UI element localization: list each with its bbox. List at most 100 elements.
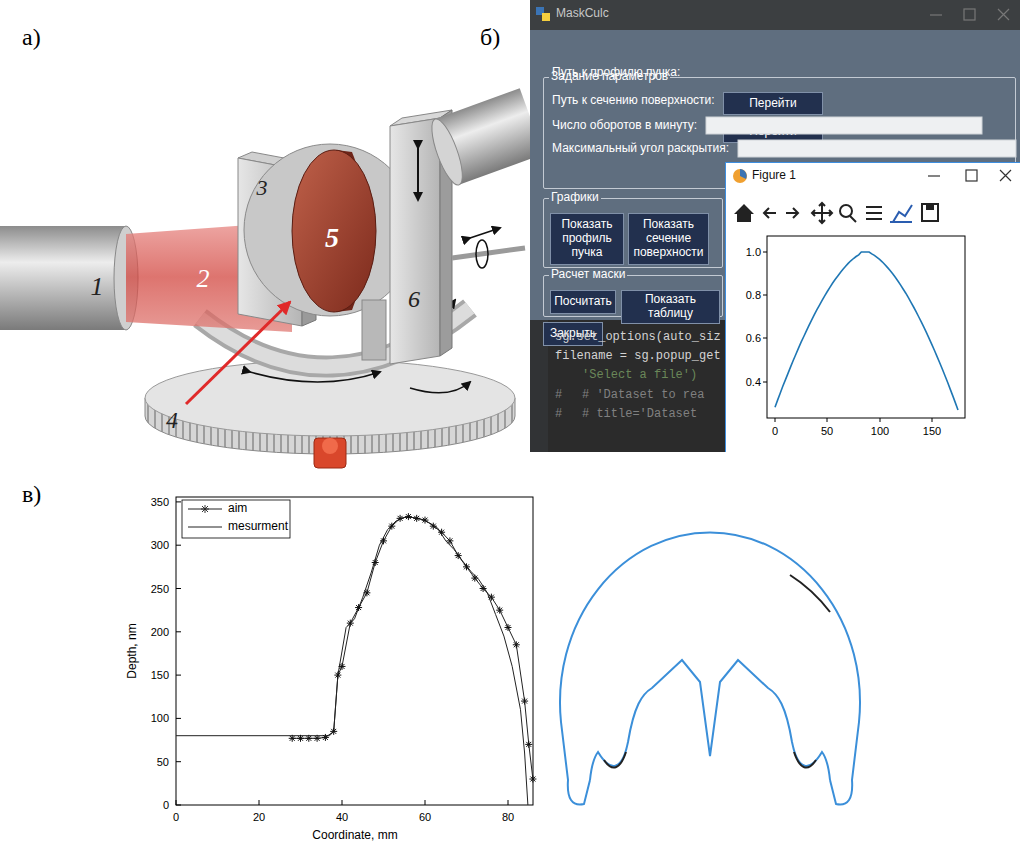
window-controls <box>930 9 1009 20</box>
code-line: 'Select a file') <box>582 369 697 383</box>
tick-label: 0.4 <box>746 376 761 389</box>
mask-segment <box>790 575 830 612</box>
callout-number: 4 <box>166 407 178 435</box>
legend-box <box>182 500 290 538</box>
code-line: filename = sg.popup_get <box>555 350 721 364</box>
panel-letter: в) <box>22 481 41 509</box>
button-label: Показать профиль пучка <box>554 218 620 259</box>
holder-post <box>362 300 386 360</box>
tick-label: 1.0 <box>746 246 761 259</box>
tick-label: 0.8 <box>746 289 761 302</box>
tick <box>176 588 181 589</box>
data-marker <box>297 735 304 742</box>
data-marker <box>405 513 412 520</box>
aim-curve <box>292 517 533 779</box>
mask-segment <box>604 752 626 768</box>
data-marker <box>289 735 296 742</box>
mask-segment <box>794 752 816 768</box>
depth-chart <box>176 497 536 805</box>
group-box: ГрафикиПоказать профиль пучкаПоказать се… <box>543 198 723 268</box>
push-button: Перейти <box>723 120 823 143</box>
data-marker <box>422 517 429 524</box>
push-button: Показать таблицу <box>621 290 720 324</box>
data-marker <box>397 515 404 522</box>
axis-title: Coordinate, mm <box>312 829 397 843</box>
push-button: Посчитать <box>550 290 616 314</box>
tick-label: 80 <box>502 811 514 824</box>
data-marker <box>413 515 420 522</box>
data-marker <box>330 728 337 735</box>
mask-shape <box>560 532 860 804</box>
tick-label: 0 <box>163 799 169 812</box>
legend-sample <box>188 527 222 528</box>
tick-label: 250 <box>151 582 169 595</box>
tick <box>342 800 343 805</box>
data-marker <box>388 523 395 530</box>
callout-number: 1 <box>91 272 104 302</box>
figure-controls <box>928 170 1011 181</box>
data-marker <box>355 604 362 611</box>
panel-letter: а) <box>22 24 41 52</box>
tick <box>775 418 776 422</box>
rotation-arrow <box>250 372 380 382</box>
field-label: Путь к профилю пучка: <box>552 66 680 80</box>
data-marker <box>314 735 321 742</box>
tick <box>176 545 181 546</box>
input-field <box>706 117 982 134</box>
field-label: Путь к сечению поверхности: <box>552 94 715 108</box>
tick <box>763 252 767 253</box>
tick-label: 20 <box>253 811 265 824</box>
button-label: Посчитать <box>554 295 612 309</box>
tick <box>880 418 881 422</box>
tick-label: 0.6 <box>746 332 761 345</box>
data-marker <box>488 594 495 601</box>
data-marker <box>322 734 329 741</box>
data-marker <box>471 575 478 582</box>
legend-marker <box>201 505 209 513</box>
code-line: sg.set_options(auto_siz <box>555 331 721 345</box>
field-label: Максимальный угол раскрытия: <box>552 142 729 156</box>
callout-number: 3 <box>257 175 268 200</box>
data-marker <box>505 624 512 631</box>
figure-icon <box>733 169 747 183</box>
tick <box>176 761 181 762</box>
app-icon <box>536 7 550 21</box>
tick-label: 350 <box>151 496 169 509</box>
tick <box>176 631 181 632</box>
tick <box>827 418 828 422</box>
tick-label: 60 <box>419 811 431 824</box>
data-marker <box>372 559 379 566</box>
tick-label: 150 <box>923 425 941 438</box>
tick <box>176 675 181 676</box>
push-button: Показать профиль пучка <box>550 213 624 265</box>
button-label: Перейти <box>749 97 797 111</box>
tick-label: 150 <box>151 669 169 682</box>
legend-text: aim <box>228 502 247 516</box>
tick-label: 50 <box>821 425 833 438</box>
data-marker <box>380 537 387 544</box>
tick-label: 100 <box>871 425 889 438</box>
motor <box>426 88 544 268</box>
window-title: MaskCulc <box>556 7 609 21</box>
callout-number: 5 <box>325 222 339 254</box>
rotation-arrow <box>410 382 470 393</box>
knob <box>314 438 346 468</box>
data-marker <box>525 741 532 748</box>
sample-disk-5 <box>292 150 376 312</box>
group-title: Расчет маски <box>549 268 627 282</box>
code-line: # title='Dataset <box>582 408 697 422</box>
plot-frame <box>176 497 533 805</box>
panel-letter: б) <box>480 24 500 52</box>
tick <box>425 800 426 805</box>
legend-text: mesurment <box>228 520 288 534</box>
tick-label: 40 <box>336 811 348 824</box>
window-title: Figure 1 <box>752 169 796 183</box>
source-cylinder <box>0 226 126 330</box>
move-arrow <box>417 148 419 200</box>
data-marker <box>480 585 487 592</box>
spin-arrow <box>476 240 488 268</box>
tick <box>508 800 509 805</box>
motor-face <box>426 116 469 189</box>
tick-label: 50 <box>157 755 169 768</box>
